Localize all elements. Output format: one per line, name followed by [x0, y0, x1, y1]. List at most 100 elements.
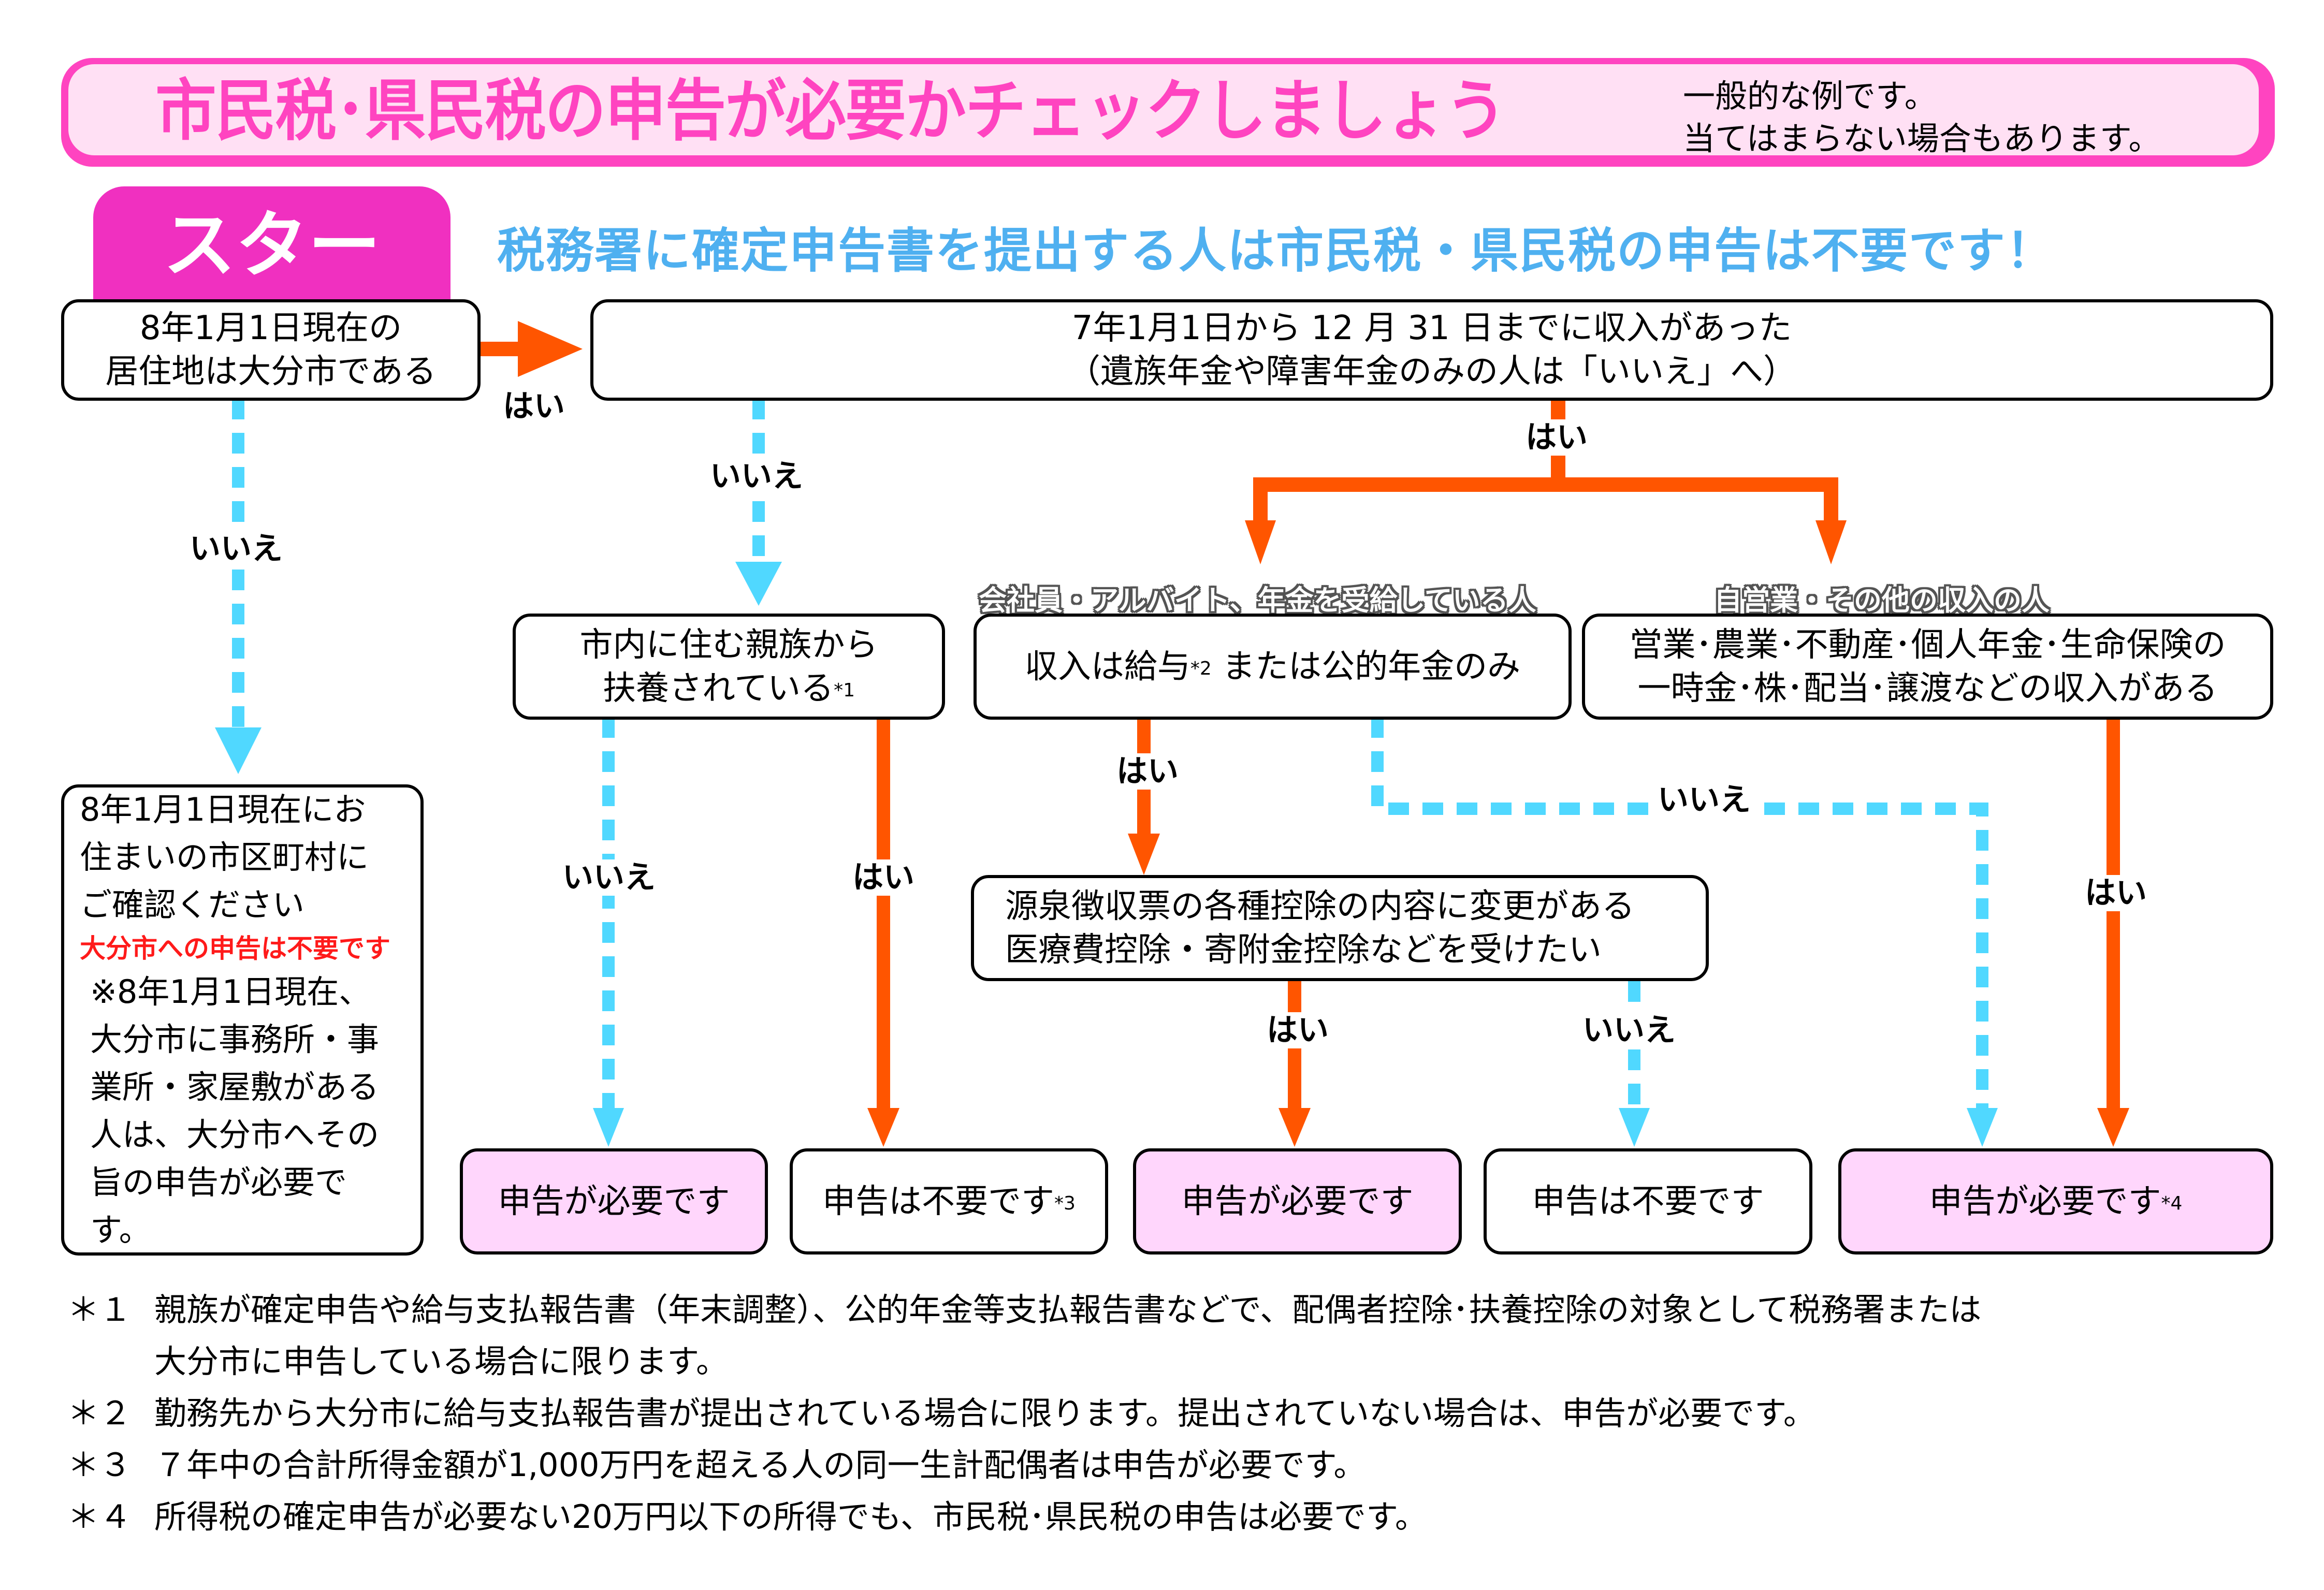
footnote-3-mark: ＊３: [67, 1446, 132, 1484]
footnote-1-text: 親族が確定申告や給与支払報告書（年末調整）、公的年金等支払報告書などで、配偶者控…: [154, 1291, 1982, 1329]
footnote-4-mark: ＊４: [67, 1498, 132, 1536]
node-deduction: 源泉徴収票の各種控除の内容に変更がある 医療費控除・寄附金控除などを受けたい: [971, 875, 1709, 981]
footnote-4: ＊４ 所得税の確定申告が必要ない20万円以下の所得でも、市民税･県民税の申告は必…: [67, 1491, 2294, 1543]
node-deduction-line-2: 医療費控除・寄附金控除などを受けたい: [1005, 930, 1602, 969]
no-arrowhead-residence: [215, 727, 262, 774]
footnote-ref-1: *1: [834, 679, 855, 701]
yes-connector-branch-bar: [1253, 477, 1838, 492]
answer-yes-deduction: はい: [1263, 1012, 1332, 1048]
node-business-line-2: 一時金･株･配当･譲渡などの収入がある: [1637, 669, 2218, 708]
node-business-line-1: 営業･農業･不動産･個人年金･生命保険の: [1629, 625, 2226, 664]
footnote-1-continuation: 大分市に申告している場合に限ります。: [154, 1343, 728, 1380]
office-note: ※8年1月1日現在、 大分市に事務所・事 業所・家屋敷がある 人は、大分市へその…: [80, 968, 405, 1254]
footnote-3: ＊３ ７年中の合計所得金額が1,000万円を超える人の同一生計配偶者は申告が必要…: [67, 1439, 2294, 1491]
result-5-label: 申告が必要です*4: [1929, 1180, 2183, 1223]
office-note-line-1: ※8年1月1日現在、: [90, 973, 371, 1011]
footnote-ref-2: *2: [1190, 658, 1212, 679]
other-municipality-text: 8年1月1日現在にお 住まいの市区町村に ご確認ください 大分市への申告は不要で…: [64, 786, 420, 1254]
node-salary-text-1: 収入は給与: [1024, 647, 1190, 686]
yes-connector-dependent: [877, 717, 890, 1111]
answer-yes-income: はい: [1522, 419, 1591, 456]
footnotes: ＊１ 親族が確定申告や給与支払報告書（年末調整）、公的年金等支払報告書などで、配…: [67, 1284, 2294, 1543]
result-not-required-4: 申告は不要です: [1484, 1148, 1812, 1255]
answer-no-dependent: いいえ: [559, 859, 659, 896]
answer-yes-dependent: はい: [849, 859, 918, 896]
footnote-3-text: ７年中の合計所得金額が1,000万円を超える人の同一生計配偶者は申告が必要です。: [154, 1446, 1366, 1484]
no-arrowhead-dependent: [593, 1108, 624, 1147]
answer-no-income: いいえ: [707, 458, 806, 494]
other-municipality-line-3: ご確認ください: [80, 886, 305, 924]
answer-no-residence: いいえ: [186, 531, 286, 567]
result-5-text: 申告が必要です: [1929, 1182, 2161, 1221]
yes-arrowhead-salary: [1245, 520, 1276, 564]
footnote-2-text: 勤務先から大分市に給与支払報告書が提出されている場合に限ります。提出されていない…: [154, 1394, 1815, 1432]
no-connectors: [232, 399, 1988, 1111]
result-3-label: 申告が必要です: [1182, 1180, 1414, 1223]
title-note-line-2: 当てはまらない場合もあります。: [1683, 120, 2161, 157]
result-4-text: 申告は不要です: [1532, 1182, 1764, 1221]
yes-connector-branch-right: [1824, 477, 1838, 524]
start-tab: [93, 186, 451, 311]
result-required-5: 申告が必要です*4: [1838, 1148, 2273, 1255]
node-residence-line-2: 居住地は大分市である: [105, 353, 437, 391]
footnote-2-mark: ＊２: [67, 1394, 132, 1432]
node-income-line-1: 7年1月1日から 12 月 31 日までに収入があった: [1071, 309, 1792, 347]
answer-yes-residence: はい: [500, 388, 568, 425]
node-salary-text-2: または公的年金のみ: [1211, 647, 1521, 686]
yes-arrowhead-business: [1815, 520, 1847, 564]
no-arrowheads: [215, 562, 1998, 1147]
no-arrowhead-income: [735, 562, 782, 606]
node-residence: 8年1月1日現在の 居住地は大分市である: [61, 299, 481, 401]
result-1-label: 申告が必要です: [498, 1180, 730, 1223]
node-income: 7年1月1日から 12 月 31 日までに収入があった （遺族年金や障害年金のみ…: [590, 299, 2273, 401]
result-2-text: 申告は不要です: [822, 1182, 1055, 1221]
node-business: 営業･農業･不動産･個人年金･生命保険の 一時金･株･配当･譲渡などの収入がある: [1582, 614, 2273, 720]
title-note: 一般的な例です。 当てはまらない場合もあります。: [1683, 75, 2161, 160]
yes-connector-branch-left: [1253, 477, 1268, 524]
answer-yes-business: はい: [2082, 875, 2150, 911]
yes-arrowhead-business-result: [2097, 1108, 2129, 1147]
footnote-1: ＊１ 親族が確定申告や給与支払報告書（年末調整）、公的年金等支払報告書などで、配…: [67, 1284, 2294, 1336]
title-note-line-1: 一般的な例です。: [1683, 77, 1937, 115]
page-title: 市民税･県民税の申告が必要かチェックしましょう: [155, 72, 1506, 150]
answer-yes-salary: はい: [1113, 753, 1182, 790]
yes-connector-business: [2107, 717, 2120, 1111]
node-dependent-line-2: 扶養されている*1: [603, 667, 855, 710]
category-label-salary: 会社員・アルバイト、年金を受給している人: [979, 584, 1536, 617]
footnote-4-text: 所得税の確定申告が必要ない20万円以下の所得でも、市民税･県民税の申告は必要です…: [154, 1498, 1427, 1536]
node-salary-line: 収入は給与*2 または公的年金のみ: [1025, 645, 1520, 689]
office-note-line-3: 業所・家屋敷がある: [90, 1068, 380, 1106]
office-note-line-4: 人は、大分市へその: [90, 1116, 380, 1154]
footnote-2: ＊２ 勤務先から大分市に給与支払報告書が提出されている場合に限ります。提出されて…: [67, 1388, 2294, 1439]
yes-arrowhead-salary-to-deduction: [1128, 834, 1160, 875]
node-income-line-2: （遺族年金や障害年金のみの人は「いいえ」へ）: [1067, 353, 1796, 391]
footnote-1-mark: ＊１: [67, 1291, 132, 1329]
no-arrowhead-salary: [1967, 1108, 1998, 1147]
sub-heading: 税務署に確定申告書を提出する人は市民税・県民税の申告は不要です！: [497, 223, 2055, 279]
footnote-ref-3: *3: [1054, 1192, 1076, 1214]
oita-not-required-note: 大分市への申告は不要です: [80, 933, 390, 964]
result-required-3: 申告が必要です: [1133, 1148, 1462, 1255]
other-municipality-line-2: 住まいの市区町村に: [80, 838, 369, 876]
result-2-label: 申告は不要です*3: [822, 1180, 1076, 1223]
office-note-line-2: 大分市に事務所・事: [90, 1020, 380, 1058]
node-residence-line-1: 8年1月1日現在の: [139, 309, 402, 347]
yes-arrowhead-deduction: [1279, 1108, 1311, 1147]
footnote-ref-4: *4: [2161, 1192, 2183, 1214]
category-label-business: 自営業・その他の収入の人: [1714, 584, 2050, 617]
result-1-text: 申告が必要です: [498, 1182, 730, 1221]
node-dependent-line-1: 市内に住む親族から: [579, 625, 878, 664]
result-3-text: 申告が必要です: [1181, 1182, 1414, 1221]
node-other-municipality: 8年1月1日現在にお 住まいの市区町村に ご確認ください 大分市への申告は不要で…: [61, 784, 424, 1256]
node-dependent-text: 扶養されている: [603, 669, 834, 708]
result-4-label: 申告は不要です: [1532, 1180, 1764, 1223]
node-dependent: 市内に住む親族から 扶養されている*1: [513, 614, 945, 720]
answer-no-deduction: いいえ: [1579, 1012, 1679, 1048]
no-arrowhead-deduction: [1619, 1108, 1650, 1147]
yes-connector-residence-to-income: [476, 342, 523, 356]
yes-arrowhead-dependent: [867, 1108, 899, 1147]
other-municipality-line-1: 8年1月1日現在にお: [80, 791, 366, 828]
answer-no-salary: いいえ: [1654, 782, 1754, 818]
node-salary: 収入は給与*2 または公的年金のみ: [974, 614, 1572, 720]
